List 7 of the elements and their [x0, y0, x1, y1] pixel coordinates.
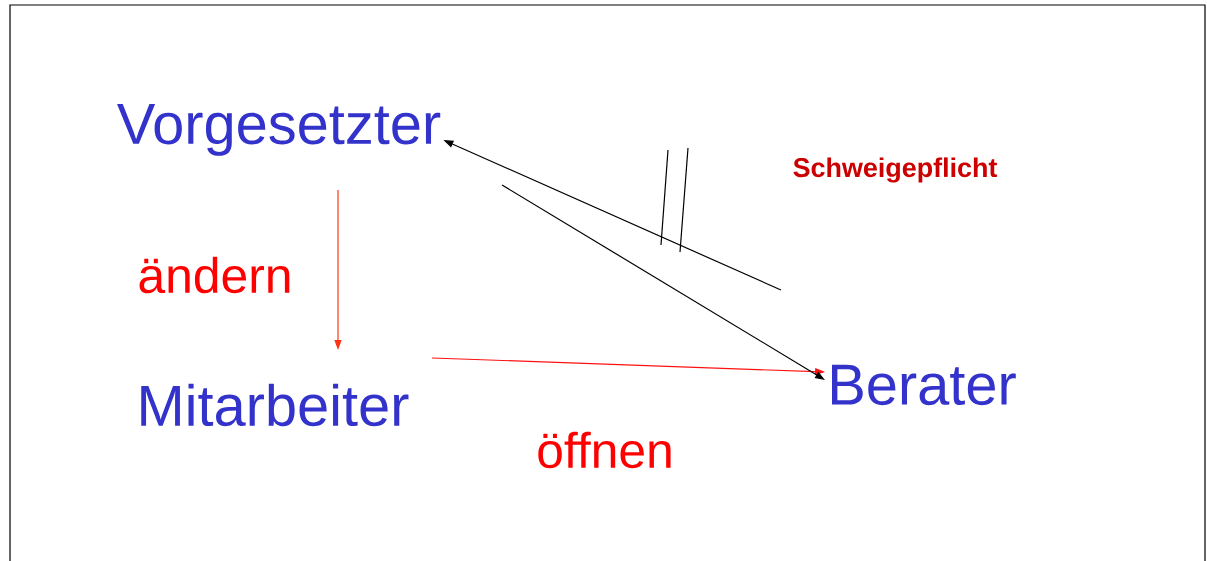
edge-label: ändern [136, 255, 294, 295]
edge-label: öffnen [535, 430, 675, 470]
node-label: Mitarbeiter [141, 383, 409, 427]
arrow [501, 184, 825, 380]
node-label: Berater [832, 364, 1016, 406]
edge-label: Schweigepflicht [791, 156, 999, 184]
node-label: Vorgesetzter [117, 104, 441, 156]
